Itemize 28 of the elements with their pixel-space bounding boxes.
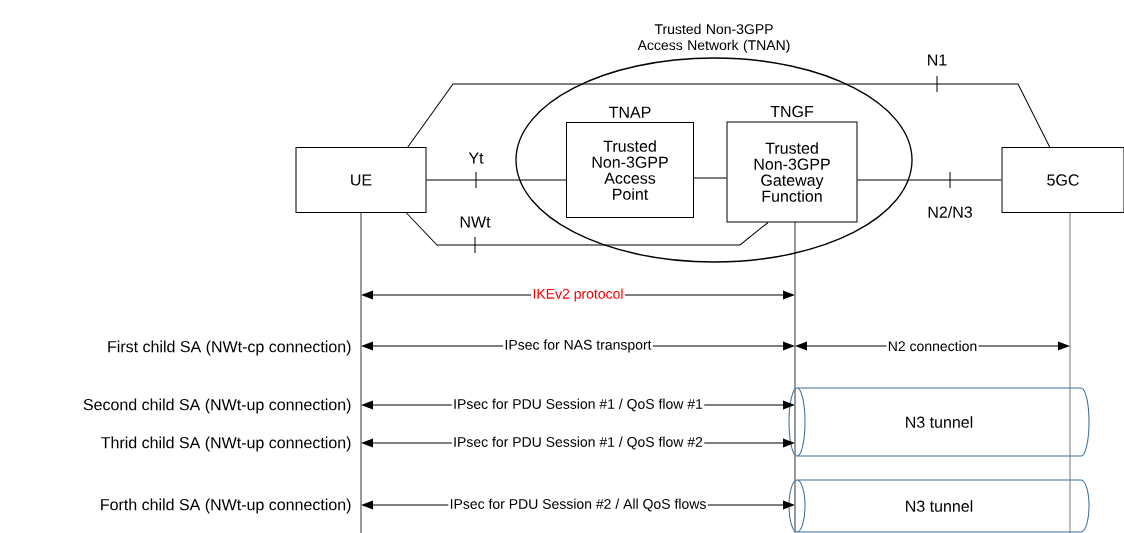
edge-label: IPsec for NAS transport — [503, 338, 653, 354]
tunnel-cylinder: N3 tunnel — [788, 479, 1090, 533]
connector-line — [406, 212, 769, 246]
process-box: Trusted Non-3GPP Access Point — [566, 122, 694, 218]
edge-label: Yt — [468, 152, 484, 164]
process-box: UE — [295, 147, 427, 213]
process-box: Trusted Non-3GPP Gateway Function — [726, 121, 858, 223]
edge-label: NWt — [460, 216, 491, 228]
box-heading: TNGF — [770, 105, 814, 118]
connector-line — [407, 83, 1051, 148]
row-label: First child SA (NWt-cp connection) — [108, 340, 351, 356]
edge-label: IPsec for PDU Session #1 / QoS flow #1 — [451, 397, 705, 413]
edge-label: N1 — [928, 54, 947, 66]
edge-label: IKEv2 protocol — [531, 287, 625, 303]
connector-line — [693, 177, 727, 179]
row-label: Second child SA (NWt-up connection) — [83, 398, 351, 414]
network-title: Trusted Non-3GPP Access Network (TNAN) — [637, 23, 790, 53]
row-label: Forth child SA (NWt-up connection) — [101, 498, 351, 514]
edge-label: N2 connection — [886, 339, 979, 353]
connector-line — [857, 179, 1002, 181]
tunnel-cylinder: N3 tunnel — [788, 387, 1090, 457]
box-heading: TNAP — [609, 106, 651, 118]
connector-line — [426, 179, 567, 181]
process-box: 5GC — [1001, 147, 1124, 213]
edge-label: N2/N3 — [928, 206, 972, 218]
row-label: Thrid child SA (NWt-up connection) — [101, 436, 351, 452]
edge-label: IPsec for PDU Session #2 / All QoS flows — [448, 497, 708, 513]
edge-label: IPsec for PDU Session #1 / QoS flow #2 — [451, 435, 705, 451]
